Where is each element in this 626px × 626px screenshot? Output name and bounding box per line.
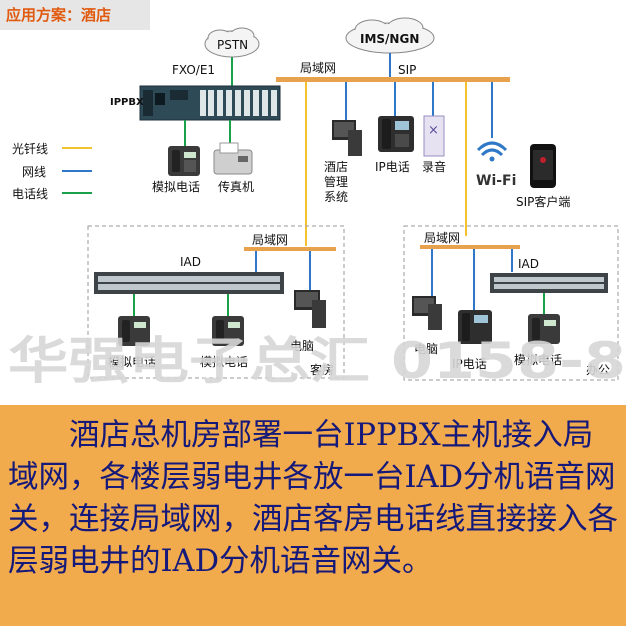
lan-top-label: 局域网 bbox=[300, 61, 336, 75]
lan-bus-top bbox=[276, 77, 510, 82]
lan-bus-left bbox=[244, 247, 336, 251]
right-office-label: 办公 bbox=[586, 362, 610, 377]
hotel-mgmt-line-2: 管理 bbox=[324, 174, 348, 189]
ims-label: IMS/NGN bbox=[360, 32, 419, 46]
ip-phone-icon bbox=[378, 116, 414, 152]
legend: 光钎线 网线 电话线 bbox=[12, 141, 92, 201]
left-phone2-icon bbox=[212, 316, 244, 346]
right-pc-label: 电脑 bbox=[414, 342, 438, 356]
left-phone1-icon bbox=[118, 316, 150, 346]
ip-phone-label: IP电话 bbox=[375, 160, 410, 174]
legend-network-label: 网线 bbox=[22, 165, 46, 179]
hotel-mgmt-label: 酒店 管理 系统 bbox=[324, 160, 352, 204]
legend-fiber-label: 光钎线 bbox=[12, 141, 48, 156]
fxo-label: FXO/E1 bbox=[172, 63, 215, 77]
hotel-mgmt-pc-icon bbox=[332, 120, 362, 156]
recording-icon: × bbox=[423, 115, 445, 157]
right-pc-icon bbox=[412, 296, 442, 330]
right-phone-icon bbox=[528, 314, 560, 344]
left-room-label: 客房 bbox=[310, 362, 334, 377]
right-group-box bbox=[403, 225, 619, 381]
legend-phone-label: 电话线 bbox=[12, 187, 48, 201]
sip-label: SIP bbox=[398, 63, 416, 77]
right-ip-phone-icon bbox=[458, 310, 492, 344]
left-phone1-label: 模拟电话 bbox=[108, 355, 156, 369]
recording-label: 录音 bbox=[422, 159, 446, 174]
wifi-label: Wi-Fi bbox=[476, 173, 516, 189]
caption-text: 酒店总机房部署一台IPPBX主机接入局域网，各楼层弱电井各放一台IAD分机语音网… bbox=[8, 418, 618, 579]
right-iad-switch bbox=[490, 273, 608, 293]
right-lan-label: 局域网 bbox=[424, 231, 460, 245]
left-iad-switch bbox=[94, 272, 284, 294]
sip-client-phone-icon bbox=[530, 144, 556, 188]
ippbx-device bbox=[139, 85, 281, 121]
left-phone2-label: 模拟电话 bbox=[200, 355, 248, 369]
analog-phone-icon bbox=[168, 146, 200, 176]
lan-bus-right bbox=[420, 245, 520, 249]
right-iad-label: IAD bbox=[518, 257, 539, 271]
fax-label: 传真机 bbox=[218, 179, 254, 194]
hotel-mgmt-line-3: 系统 bbox=[324, 190, 348, 204]
header-bg bbox=[0, 0, 150, 30]
left-iad-label: IAD bbox=[180, 255, 201, 269]
sip-client-label: SIP客户端 bbox=[516, 194, 570, 209]
page-title: 应用方案：酒店 bbox=[6, 6, 111, 24]
right-phone-label: 模拟电话 bbox=[514, 353, 562, 367]
network-diagram: 应用方案：酒店 PSTN IMS/NGN FXO/E1 局域网 SIP bbox=[0, 0, 626, 390]
left-group-box bbox=[87, 225, 345, 379]
caption-panel: 酒店总机房部署一台IPPBX主机接入局域网，各楼层弱电井各放一台IAD分机语音网… bbox=[0, 405, 626, 626]
wifi-icon bbox=[476, 141, 508, 162]
left-pc-label: 电脑 bbox=[290, 339, 314, 353]
fax-icon bbox=[213, 142, 253, 175]
ippbx-label: IPPBX bbox=[110, 97, 144, 108]
right-ip-phone-label: IP电话 bbox=[452, 357, 487, 371]
ims-cloud bbox=[345, 17, 435, 54]
recording-icon-glyph: × bbox=[428, 123, 439, 138]
analog-phone-label: 模拟电话 bbox=[152, 180, 200, 194]
pstn-label: PSTN bbox=[217, 38, 248, 52]
left-lan-label: 局域网 bbox=[252, 233, 288, 247]
pstn-cloud bbox=[204, 27, 260, 58]
left-pc-icon bbox=[294, 290, 326, 328]
watermark: 华强电子总汇 0158-8 bbox=[8, 332, 626, 390]
hotel-mgmt-line-1: 酒店 bbox=[324, 160, 348, 174]
